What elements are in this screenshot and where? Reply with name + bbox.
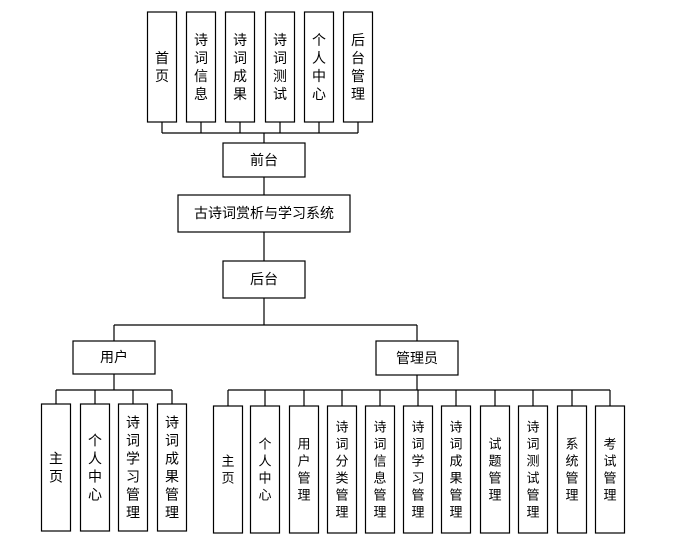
frontend-module-label: 诗词成果	[233, 33, 247, 103]
backend-node: 后台	[222, 260, 306, 299]
frontend-module-5: 后台管理	[342, 11, 374, 123]
user-module-3: 诗词成果管理	[156, 403, 188, 532]
admin-module-5: 诗词学习管理	[402, 405, 434, 534]
admin-module-6: 诗词成果管理	[440, 405, 472, 534]
admin-module-label: 系统管理	[565, 438, 578, 504]
admin-module-3: 诗词分类管理	[326, 405, 358, 534]
frontend-module-label: 个人中心	[312, 33, 326, 103]
user-module-0: 主页	[40, 403, 72, 532]
admin-label: 管理员	[396, 351, 438, 367]
user-node: 用户	[72, 340, 156, 375]
frontend-module-label: 诗词测试	[273, 33, 287, 103]
admin-module-1: 个人中心	[249, 405, 281, 534]
user-module-2: 诗词学习管理	[117, 403, 149, 532]
frontend-module-3: 诗词测试	[264, 11, 296, 123]
system-title: 古诗词赏析与学习系统	[194, 206, 334, 222]
frontend-module-label: 后台管理	[351, 33, 365, 103]
admin-module-10: 考试管理	[594, 405, 626, 534]
frontend-module-4: 个人中心	[303, 11, 335, 123]
user-module-label: 主页	[49, 452, 63, 486]
user-module-label: 诗词学习管理	[126, 416, 140, 522]
user-label: 用户	[100, 349, 128, 366]
frontend-modules: 首页 诗词信息 诗词成果 诗词测试 个人中心 后台管理	[146, 11, 374, 123]
frontend-module-label: 首页	[155, 51, 169, 85]
admin-module-9: 系统管理	[556, 405, 588, 534]
admin-module-label: 试题管理	[488, 438, 501, 504]
user-module-label: 个人中心	[88, 434, 102, 504]
frontend-module-1: 诗词信息	[185, 11, 217, 123]
spine-connectors	[113, 177, 418, 341]
admin-connectors	[227, 375, 611, 406]
admin-module-2: 用户管理	[288, 405, 320, 534]
system-title-node: 古诗词赏析与学习系统	[177, 194, 351, 233]
admin-module-label: 诗词分类管理	[335, 421, 348, 521]
frontend-module-0: 首页	[146, 11, 178, 123]
frontend-label: 前台	[250, 152, 278, 169]
admin-module-label: 诗词测试管理	[526, 421, 539, 521]
frontend-module-label: 诗词信息	[194, 33, 208, 103]
admin-module-label: 主页	[221, 455, 234, 487]
frontend-module-2: 诗词成果	[224, 11, 256, 123]
admin-module-label: 诗词成果管理	[449, 421, 462, 521]
backend-label: 后台	[250, 272, 278, 288]
admin-module-label: 诗词信息管理	[373, 421, 386, 521]
frontend-connectors	[161, 122, 359, 143]
admin-module-8: 诗词测试管理	[517, 405, 549, 534]
admin-modules: 主页 个人中心 用户管理 诗词分类管理 诗词信息管理 诗词学习管理 诗词成果管理 试题管理 诗词…	[212, 405, 626, 534]
user-module-1: 个人中心	[79, 403, 111, 532]
user-modules: 主页 个人中心 诗词学习管理 诗词成果管理	[40, 403, 188, 532]
admin-module-label: 考试管理	[603, 438, 616, 504]
admin-module-7: 试题管理	[479, 405, 511, 534]
user-module-label: 诗词成果管理	[165, 416, 179, 522]
admin-module-0: 主页	[212, 405, 244, 534]
user-connectors	[55, 374, 173, 404]
admin-node: 管理员	[375, 340, 459, 376]
admin-module-label: 用户管理	[297, 438, 310, 504]
frontend-node: 前台	[222, 142, 306, 178]
admin-module-label: 诗词学习管理	[411, 421, 424, 521]
admin-module-4: 诗词信息管理	[364, 405, 396, 534]
admin-module-label: 个人中心	[258, 438, 271, 504]
